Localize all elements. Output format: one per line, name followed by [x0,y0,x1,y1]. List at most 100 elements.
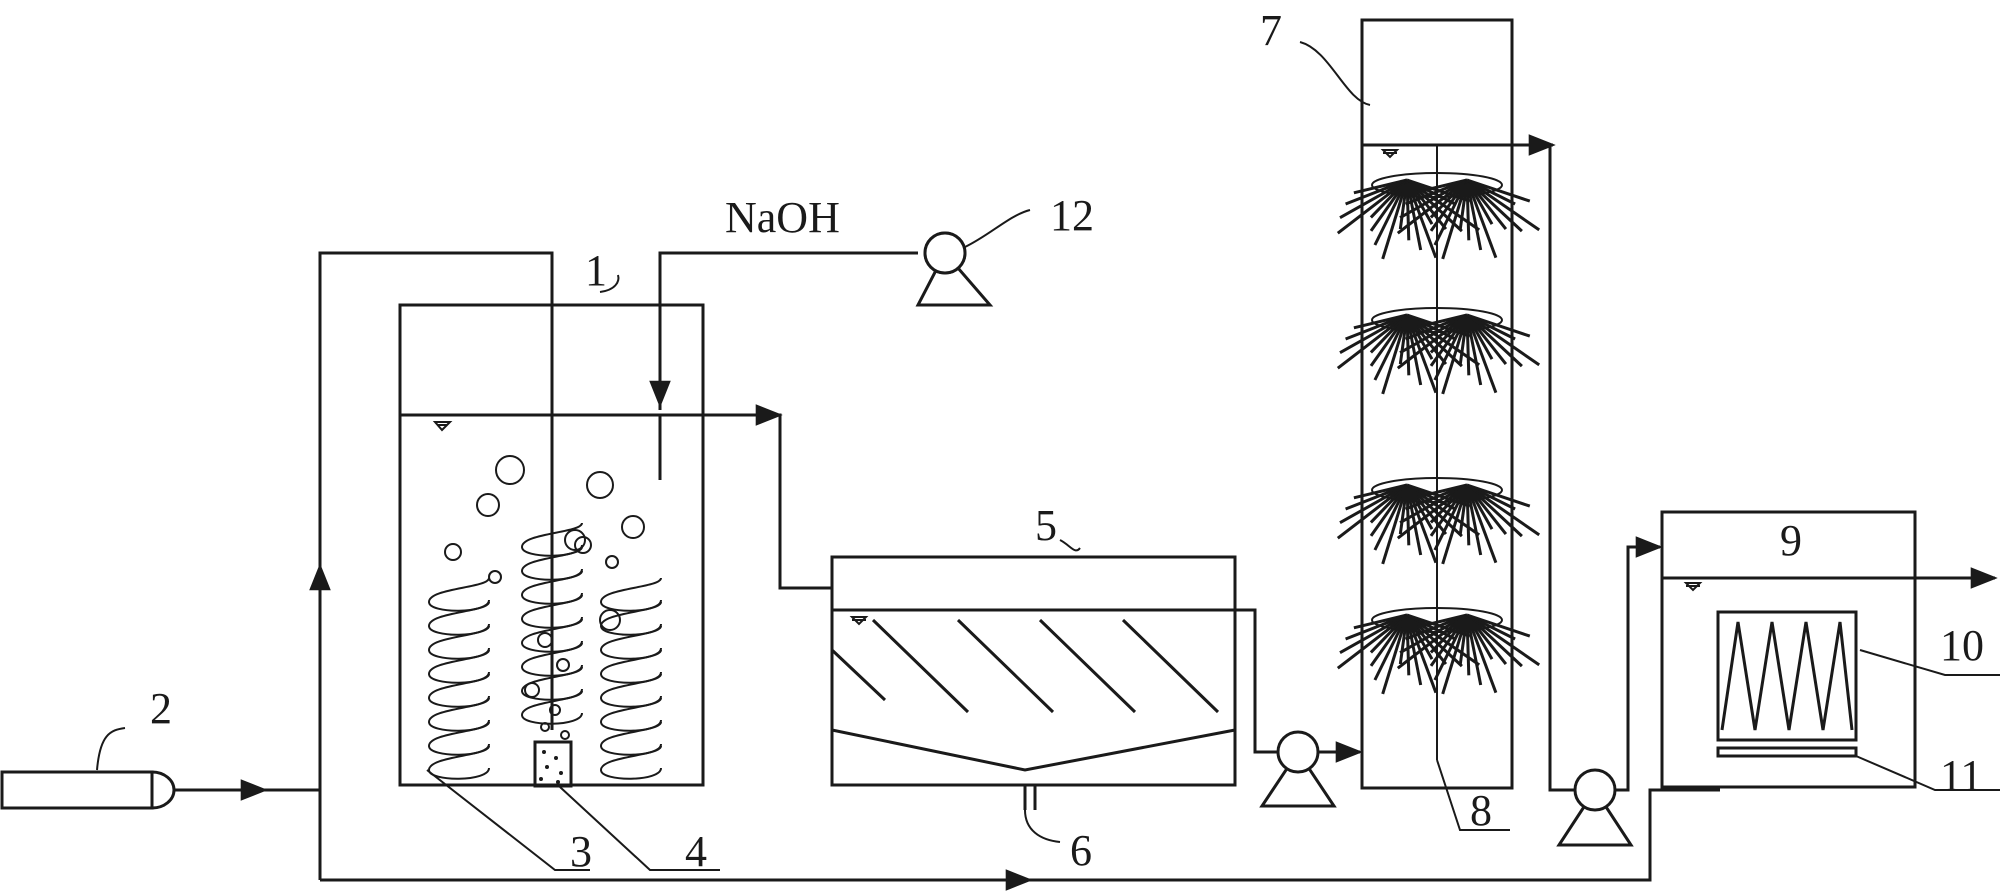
fiber-strand [1381,179,1409,260]
fiber-strand [1405,613,1468,641]
fiber-strand [1345,483,1408,511]
spiral-packing-right [600,577,662,780]
fiber-strand [1399,178,1468,220]
fiber-strand [1336,313,1408,370]
fiber-strand [1345,178,1408,206]
fiber-strand [1405,179,1423,251]
fiber-strand [1405,614,1411,676]
fiber-strand [1336,483,1408,540]
fiber-strand [1405,314,1411,376]
dosing-pump [915,231,994,307]
fiber-strand [1433,179,1469,246]
fiber-strand [1465,179,1471,241]
fiber-strand [1465,314,1508,366]
fiber-strand [1465,313,1523,368]
fiber-strand [1433,314,1469,381]
fiber-strand [1396,483,1468,540]
fiber-strand [1441,314,1469,395]
fiber-strand [1405,314,1438,394]
fiber-strand [1429,314,1469,367]
fiber-strand [1465,614,1483,686]
fiber-strand [1466,313,1541,367]
spiral-coil [600,577,662,612]
fiber-strand [1465,314,1483,386]
fiber-strand [1405,484,1411,546]
membrane-tank [1660,510,1917,789]
fiber-strand [1373,179,1409,246]
aeration-diffuser [533,740,573,788]
fiber-strand [1339,313,1408,355]
fiber-strand [1396,178,1468,235]
gas-inlet-line [318,251,554,730]
fiber-strand [1465,179,1498,259]
fiber-strand [1405,313,1468,341]
membrane-aerator [1716,746,1858,758]
fiber-strand [1336,178,1408,235]
fiber-strand [1429,179,1469,232]
fiber-strand [1339,613,1408,655]
membrane-module [1716,610,1858,742]
fiber-strand [1433,614,1469,681]
fiber-strand [1381,314,1409,395]
label-9: 9 [1780,516,1802,565]
fiber-strand [1373,484,1409,551]
fiber-strand [1369,484,1409,537]
settling-tank [830,555,1237,787]
label-8: 8 [1470,786,1492,835]
fiber-strand [1345,613,1408,641]
label-10: 10 [1940,621,1984,670]
fiber-strand [1433,484,1469,551]
air-bubbles [444,455,645,740]
fiber-strand [1405,483,1468,511]
label-11: 11 [1940,751,1982,800]
feed-cylinder [0,770,176,810]
fiber-strand [1405,614,1438,694]
settler-outflow-line [1235,608,1277,754]
fiber-strand [1466,178,1531,203]
fiber-strand [1381,484,1409,565]
fiber-strand [1441,484,1469,565]
fiber-strand [1465,614,1508,666]
fiber-strand [1465,484,1498,564]
fiber-strand [1429,614,1469,667]
recirculation-line [320,788,1720,882]
fiber-strand [1441,179,1469,260]
fiber-strand [1339,483,1408,525]
fiber-strand [1369,179,1409,232]
label-7: 7 [1260,6,1282,55]
fiber-strand [1336,613,1408,670]
label-2: 2 [150,684,172,733]
fiber-strand [1399,483,1468,525]
spiral-packing-left [428,577,490,780]
fiber-strand [1466,483,1531,508]
fiber-strand [1405,179,1411,241]
naoh-label: NaOH [725,193,840,242]
fiber-strand [1466,483,1541,537]
fiber-strand [1396,613,1468,670]
sludge-outlet [1023,785,1037,810]
fiber-strand [1466,313,1531,338]
fiber-strand [1429,484,1469,537]
fiber-strand [1465,484,1471,546]
naoh-dosing-line [658,251,918,410]
fiber-strand [1466,178,1541,232]
fiber-strand [1465,484,1483,556]
transfer-pump-1 [1259,730,1337,808]
fiber-strand [1373,314,1409,381]
spiral-coil [428,577,490,612]
fiber-strand [1405,178,1468,206]
pump-to-membrane-line [1615,545,1660,792]
transfer-pump-2 [1556,768,1634,847]
fiber-strand [1465,484,1508,536]
fiber-strand [1465,483,1523,538]
fiber-strand [1381,614,1409,695]
label-3: 3 [570,827,592,876]
label-6: 6 [1070,826,1092,875]
fiber-strand [1345,313,1408,341]
fiber-strand [1465,613,1523,668]
fiber-strand [1465,614,1498,694]
reactor-outflow-line [552,413,832,590]
fiber-strand [1405,179,1438,259]
fiber-strand [1465,614,1471,676]
